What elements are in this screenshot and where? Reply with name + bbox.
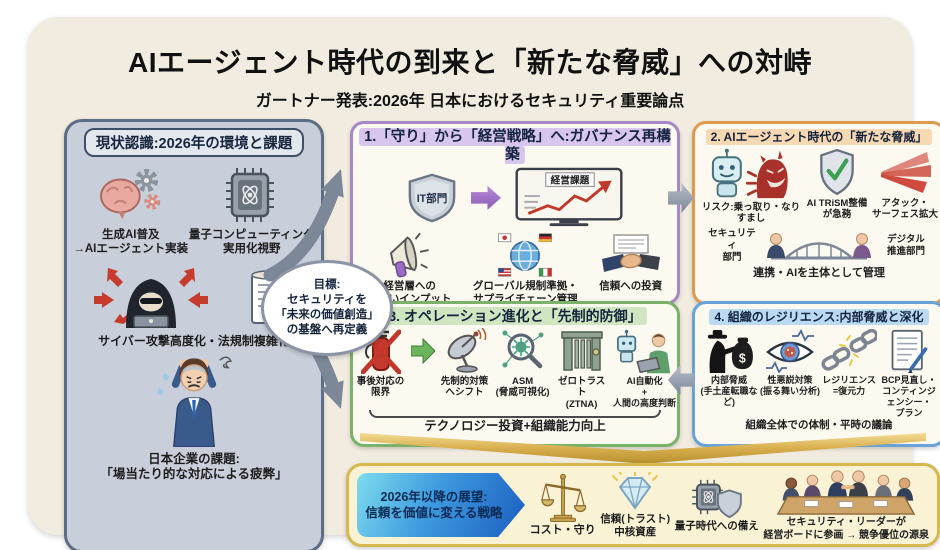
digital-dept-label: デジタル 推進部門 bbox=[886, 234, 925, 257]
zerotrust-item: ゼロトラスト (ZTNA) bbox=[554, 328, 609, 411]
goal-bubble: 目標: セキュリティを 「未来の価値創造」 の基盤へ再定義 bbox=[261, 260, 393, 356]
global-reg-item: グローバル規制準拠・ サプライチェーン管理 bbox=[473, 232, 578, 306]
it-shield-icon: IT部門 bbox=[408, 173, 456, 223]
quantum-ready-label: 量子時代への備え bbox=[674, 520, 759, 533]
box1-title: 1.「守り」から「経営戦略」へ:ガバナンス再構築 bbox=[359, 128, 671, 164]
box-preemptive-defense: 3. オペレーション進化と「先制的防御」 事後対応の 限界 bbox=[350, 301, 680, 447]
preemptive-label: 先制的対策 へシフト bbox=[440, 375, 489, 399]
page-title: AIエージェント時代の到来と「新たな脅威」への対峙 bbox=[128, 47, 812, 78]
hacker-icon bbox=[94, 268, 208, 329]
cost-defense-label: コスト・守り bbox=[529, 523, 596, 536]
trust-invest-item: 信頼への投資 bbox=[599, 232, 662, 293]
resilience-item: レジリエンス =復元力 bbox=[820, 328, 878, 397]
robot-and-demon-icon bbox=[711, 148, 788, 198]
board-item: セキュリティ・リーダーが 経営ボードに参画 → 競争優位の源泉 bbox=[763, 468, 929, 541]
svg-text:$: $ bbox=[739, 351, 746, 365]
box3-brace bbox=[369, 410, 661, 419]
zerotrust-label: ゼロトラスト (ZTNA) bbox=[557, 375, 606, 410]
bridge-collaboration-icon bbox=[767, 232, 871, 260]
management-chart-icon: 経営課題 bbox=[515, 167, 623, 226]
resilience-chain-icon bbox=[821, 328, 877, 371]
ai-human-item: AI自動化 + 人間の高度判断 bbox=[612, 328, 677, 409]
hijack-risk-label: リスク:乗っ取り・なりすまし bbox=[701, 201, 801, 225]
genai-item: 生成AI普及 →AIエージェント実装 bbox=[73, 165, 188, 256]
insider-threat-icon: $ bbox=[707, 329, 753, 373]
genai-label: 生成AI普及 →AIエージェント実装 bbox=[73, 229, 189, 256]
bcp-item: BCP見直し・ コンティンジェンシー・ プラン bbox=[878, 329, 940, 419]
megaphone-icon bbox=[389, 232, 429, 278]
stressed-businessman-illustration bbox=[157, 356, 233, 448]
monitor-label: 経営課題 bbox=[551, 173, 590, 186]
trism-label: AI TRiSM整備 が急務 bbox=[806, 197, 868, 221]
box-governance: 1.「守り」から「経営戦略」へ:ガバナンス再構築 IT部門 経営課題 bbox=[350, 121, 680, 305]
outlook-bar: 2026年以降の展望: 信頼を価値に変える戦略 コスト・守り 信頼(トラスト) … bbox=[346, 463, 940, 547]
box4-footer-label: 組織全体での体制・平時の議論 bbox=[745, 419, 893, 432]
quantum-shield-icon bbox=[691, 479, 742, 519]
quantum-ready-item: 量子時代への備え bbox=[675, 477, 759, 533]
shift-arrow-item bbox=[411, 328, 436, 374]
zero-trust-gate-icon bbox=[560, 330, 603, 371]
insider-threat-item: $ 内部脅威 (手土産転職など) bbox=[698, 329, 760, 408]
cyber-label: サイバー攻撃高度化・法規制複雑化 bbox=[98, 334, 290, 349]
box-resilience: 4. 組織のレジリエンス:内部脅威と深化 $ 内部脅威 (手土産転職など) bbox=[692, 301, 940, 447]
trism-item: AI TRiSM整備 が急務 bbox=[806, 148, 868, 221]
asm-magnifier-icon bbox=[502, 330, 544, 368]
brain-gears-icon bbox=[99, 168, 161, 220]
green-arrow-icon bbox=[411, 337, 436, 364]
board-label: セキュリティ・リーダーが 経営ボードに参画 → 競争優位の源泉 bbox=[763, 517, 929, 541]
behavior-eye-icon bbox=[766, 328, 814, 373]
quantum-chip-icon bbox=[225, 168, 274, 222]
quantum-label: 量子コンピューティング 実用化視野 bbox=[188, 229, 315, 256]
radar-icon bbox=[447, 327, 486, 373]
quantum-item: 量子コンピューティング 実用化視野 bbox=[189, 165, 315, 256]
box-new-threats: 2. AIエージェント時代の「新たな脅威」 リスク:乗っ取り・なりすまし bbox=[692, 121, 940, 305]
manage-label: 連携・AIを主体として管理 bbox=[753, 266, 885, 279]
ai-human-icon bbox=[616, 329, 670, 373]
asm-item: ASM (脅威可視化) bbox=[494, 328, 551, 399]
trust-asset-label: 信頼(トラスト) 中核資産 bbox=[600, 512, 671, 538]
resilience-label: レジリエンス =復元力 bbox=[822, 374, 876, 396]
behavior-item: 性悪説対策 (振る舞い分析) bbox=[760, 328, 820, 397]
globe-flags-icon bbox=[498, 233, 553, 277]
trust-diamond-icon bbox=[612, 471, 659, 510]
trism-shield-icon bbox=[820, 148, 854, 195]
preemptive-item: 先制的対策 へシフト bbox=[438, 327, 491, 399]
bcp-label: BCP見直し・ コンティンジェンシー・ プラン bbox=[881, 374, 937, 418]
gold-funnel-icon bbox=[360, 433, 926, 463]
ai-human-label: AI自動化 + 人間の高度判断 bbox=[613, 375, 677, 408]
asm-label: ASM (脅威可視化) bbox=[495, 375, 550, 399]
attack-surface-item: アタック・ サーフェス拡大 bbox=[870, 148, 940, 221]
attack-surface-label: アタック・ サーフェス拡大 bbox=[872, 197, 938, 221]
behavior-label: 性悪説対策 (振る舞い分析) bbox=[760, 374, 820, 396]
balance-scale-icon bbox=[540, 473, 586, 522]
trust-asset-item: 信頼(トラスト) 中核資産 bbox=[600, 471, 671, 539]
page-subtitle: ガートナー発表:2026年 日本におけるセキュリティ重要論点 bbox=[255, 93, 685, 110]
insider-threat-label: 内部脅威 (手土産転職など) bbox=[700, 374, 758, 407]
fatigue-label: 日本企業の課題: 「場当たり的な対応による疲弊」 bbox=[100, 451, 288, 481]
flow-arrow-top-icon bbox=[263, 169, 344, 282]
hijack-risk-item: リスク:乗っ取り・なりすまし bbox=[698, 148, 804, 225]
purple-arrow-icon bbox=[471, 185, 501, 210]
it-shield-label: IT部門 bbox=[417, 192, 448, 205]
handshake-icon bbox=[601, 234, 660, 272]
box4-title: 4. 組織のレジリエンス:内部脅威と深化 bbox=[709, 309, 929, 325]
infographic-card: AIエージェント時代の到来と「新たな脅威」への対峙 ガートナー発表:2026年 … bbox=[28, 17, 940, 550]
current-state-header: 現状認識:2026年の環境と課題 bbox=[83, 128, 305, 157]
box2-title: 2. AIエージェント時代の「新たな脅威」 bbox=[705, 129, 933, 145]
reactive-limit-label: 事後対応の 限界 bbox=[356, 375, 405, 399]
bcp-document-icon bbox=[891, 329, 928, 373]
cost-defense-item: コスト・守り bbox=[530, 473, 596, 537]
box3-footer-label: テクノロジー投資+組織能力向上 bbox=[424, 419, 606, 434]
trust-invest-label: 信頼への投資 bbox=[599, 279, 663, 292]
security-dept-label: セキュリティ 部門 bbox=[708, 228, 756, 263]
board-meeting-icon bbox=[776, 470, 916, 516]
outlook-chevron: 2026年以降の展望: 信頼を価値に変える戦略 bbox=[357, 473, 525, 537]
attack-surface-icon bbox=[881, 151, 931, 193]
box3-title: 3. オペレーション進化と「先制的防御」 bbox=[383, 307, 647, 325]
